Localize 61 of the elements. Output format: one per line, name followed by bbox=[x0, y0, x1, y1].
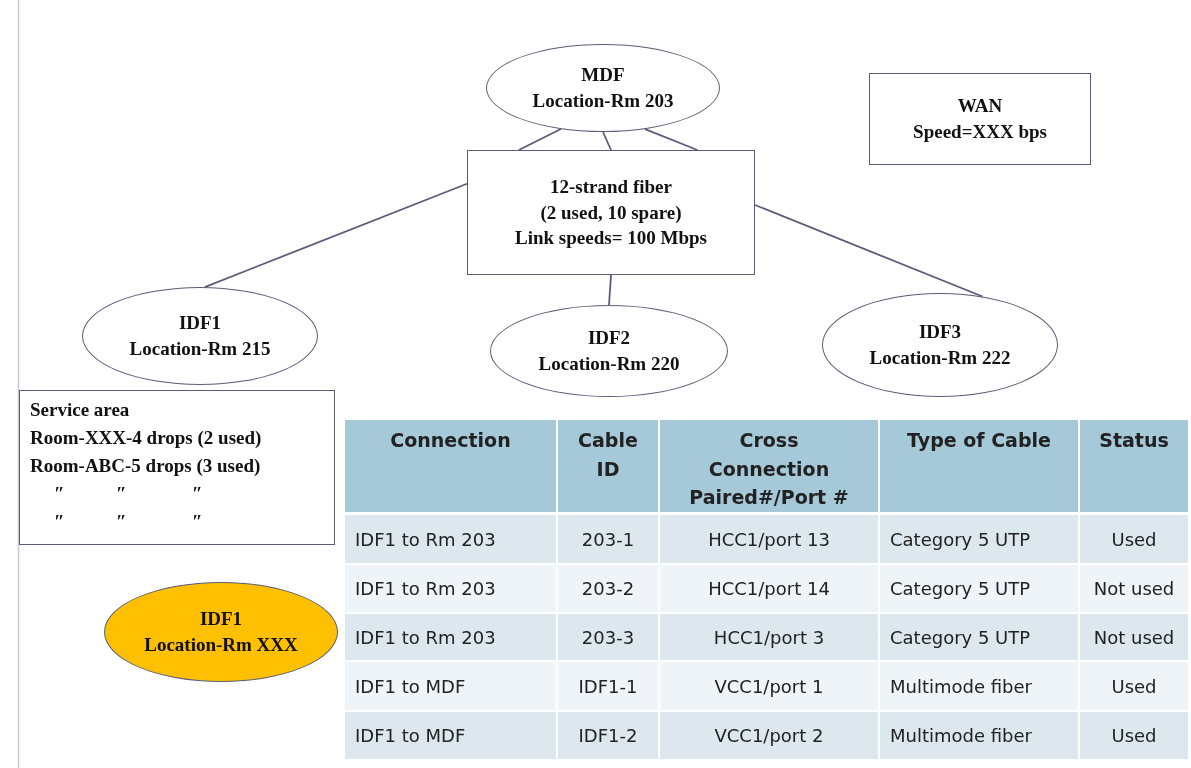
connector-line bbox=[608, 274, 612, 306]
table-cell: Multimode fiber bbox=[880, 662, 1078, 710]
table-header-cell: Cross Connection Paired#/Port # bbox=[660, 420, 878, 512]
node-text: (2 used, 10 spare) bbox=[540, 200, 682, 225]
connector-line bbox=[754, 204, 984, 298]
table-cell: Used bbox=[1080, 712, 1188, 759]
fiber-box bbox=[467, 150, 755, 275]
table-cell: Not used bbox=[1080, 565, 1188, 612]
wan-box bbox=[869, 73, 1091, 165]
table-header-cell: Status bbox=[1080, 420, 1188, 512]
table-cell: 203-1 bbox=[558, 515, 658, 563]
table-cell: IDF1-1 bbox=[558, 662, 658, 710]
table-cell: IDF1-2 bbox=[558, 712, 658, 759]
table-cell: 203-3 bbox=[558, 614, 658, 660]
table-cell: IDF1 to Rm 203 bbox=[345, 565, 556, 612]
table-cell: Category 5 UTP bbox=[880, 614, 1078, 660]
connector-line bbox=[203, 182, 468, 288]
heading: Service area bbox=[30, 399, 130, 421]
node-title: MDF bbox=[581, 63, 625, 88]
ditto-mark: ″ bbox=[192, 511, 203, 533]
table-cell: 203-2 bbox=[558, 565, 658, 612]
ditto-mark: ″ bbox=[116, 511, 127, 533]
node-text: Link speeds= 100 Mbps bbox=[515, 226, 707, 251]
table-header-cell: Type of Cable bbox=[880, 420, 1078, 512]
node-text: Location-Rm 203 bbox=[532, 89, 674, 113]
table-cell: HCC1/port 3 bbox=[660, 614, 878, 660]
ditto-mark: ″ bbox=[116, 483, 127, 505]
node-text: Location-Rm XXX bbox=[144, 633, 298, 657]
table-cell: HCC1/port 13 bbox=[660, 515, 878, 563]
service-line: Room-ABC-5 drops (3 used) bbox=[30, 455, 261, 477]
connector-line bbox=[602, 131, 612, 151]
node-title: WAN bbox=[957, 94, 1003, 119]
node-text: Location-Rm 220 bbox=[538, 352, 680, 376]
table-cell: IDF1 to MDF bbox=[345, 662, 556, 710]
table-cell: Category 5 UTP bbox=[880, 565, 1078, 612]
table-cell: Category 5 UTP bbox=[880, 515, 1078, 563]
node-title: IDF2 bbox=[587, 326, 631, 351]
table-cell: HCC1/port 14 bbox=[660, 565, 878, 612]
node-title: IDF3 bbox=[918, 320, 962, 345]
ditto-mark: ″ bbox=[54, 483, 65, 505]
node-title: 12-strand fiber bbox=[550, 175, 672, 200]
table-cell: Used bbox=[1080, 515, 1188, 563]
node-text: Location-Rm 215 bbox=[129, 337, 271, 361]
table-cell: Not used bbox=[1080, 614, 1188, 660]
table-cell: VCC1/port 1 bbox=[660, 662, 878, 710]
ditto-mark: ″ bbox=[192, 483, 203, 505]
table-cell: IDF1 to MDF bbox=[345, 712, 556, 759]
node-text: Speed=XXX bps bbox=[913, 120, 1047, 144]
table-cell: Used bbox=[1080, 662, 1188, 710]
service-line: Room-XXX-4 drops (2 used) bbox=[30, 427, 262, 449]
table-header-cell: Connection bbox=[345, 420, 556, 512]
ditto-mark: ″ bbox=[54, 511, 65, 533]
table-header-cell: Cable ID bbox=[558, 420, 658, 512]
node-title: IDF1 bbox=[199, 607, 243, 632]
table-cell: IDF1 to Rm 203 bbox=[345, 614, 556, 660]
table-cell: IDF1 to Rm 203 bbox=[345, 515, 556, 563]
table-cell: VCC1/port 2 bbox=[660, 712, 878, 759]
table-cell: Multimode fiber bbox=[880, 712, 1078, 759]
node-text: Location-Rm 222 bbox=[869, 346, 1011, 370]
node-title: IDF1 bbox=[178, 311, 222, 336]
service-area-box bbox=[19, 390, 335, 545]
